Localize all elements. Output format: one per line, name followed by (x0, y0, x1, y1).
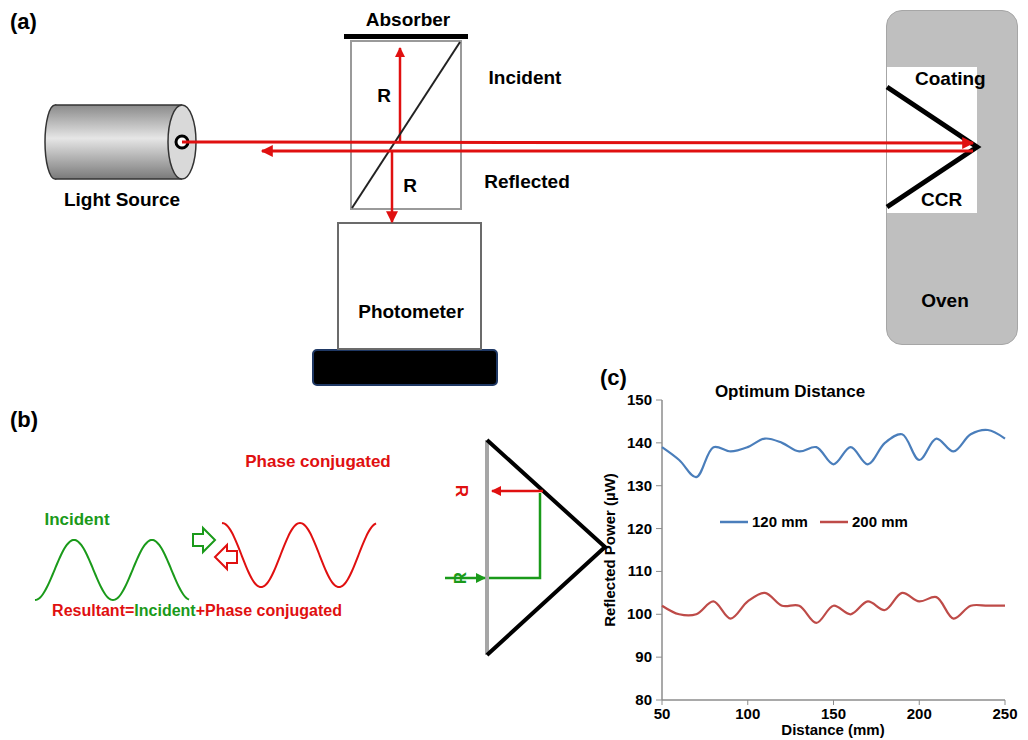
label: (a) (10, 9, 37, 34)
node-label: Absorber (366, 9, 450, 31)
tick (1005, 700, 1006, 705)
conjugate-wave (222, 523, 376, 587)
cylinder (55, 105, 182, 179)
label: 150 (821, 705, 846, 722)
tick (662, 700, 663, 705)
node-label: Oven (921, 290, 969, 312)
light-source: Light Source (40, 100, 205, 184)
oven: Oven CoatingCCR (886, 10, 1018, 345)
beam-label: R (403, 175, 417, 197)
splitter-diagonal (352, 42, 460, 208)
label: R (451, 572, 471, 584)
axis (662, 699, 1005, 701)
label: 130 (627, 477, 652, 494)
axis-ticks (656, 400, 1005, 705)
ccr-sketch (487, 440, 605, 655)
light-source-body (40, 100, 205, 184)
incident-wave (35, 540, 189, 600)
data-line (662, 593, 1005, 623)
tick (656, 571, 662, 572)
direction-arrow (193, 528, 215, 552)
waves (35, 523, 376, 600)
tick (656, 614, 662, 615)
legend-line (720, 519, 748, 525)
ccr-face (485, 440, 489, 655)
reflection-arrow (399, 48, 402, 142)
data-series (662, 430, 1005, 623)
photometer-box: Photometer (337, 222, 482, 350)
label: R (377, 85, 391, 107)
label: 100 (627, 606, 652, 623)
light-beam (182, 142, 973, 143)
label: 110 (628, 563, 652, 580)
label: 100 (735, 705, 760, 722)
legend-label: 200 mm (852, 513, 908, 530)
tick (656, 528, 662, 529)
tick (656, 485, 662, 486)
label: 150 (627, 391, 652, 408)
absorber-plate (344, 34, 468, 39)
label: Resultant=Incident+Phase conjugated (52, 602, 342, 620)
light-beam (391, 150, 394, 222)
tick (656, 700, 662, 701)
legend-line (820, 519, 848, 525)
node-label: Light Source (64, 189, 180, 211)
tick (747, 700, 748, 705)
label: Distance (mm) (781, 721, 884, 738)
node-label: Coating (915, 68, 986, 90)
label: 200 (907, 705, 932, 722)
data-line (662, 430, 1005, 477)
cylinder-edge (55, 104, 182, 106)
label: Phase conjugated (245, 452, 390, 472)
cylinder-edge (55, 178, 182, 180)
direction-arrow (215, 545, 237, 569)
label: R (451, 485, 471, 497)
corner-cube-reflector: CoatingCCR (887, 67, 1015, 213)
label: 250 (992, 705, 1017, 722)
tick (656, 442, 662, 443)
photometer-base (313, 350, 497, 385)
tick (656, 400, 662, 401)
tick (833, 700, 834, 705)
node-label: CCR (921, 189, 962, 211)
axis (661, 400, 663, 700)
aperture (176, 136, 188, 148)
beam-label: Reflected (484, 171, 570, 193)
label: 140 (627, 434, 652, 451)
label: 80 (635, 691, 652, 708)
cylinder-face (168, 105, 196, 179)
ccr-coating (887, 87, 977, 207)
light-beam (262, 150, 973, 153)
tick (656, 657, 662, 658)
label: 120 (627, 520, 652, 537)
beam-label: Incident (489, 67, 562, 89)
label: Reflected Power (µW) (601, 473, 618, 627)
label: Incident (44, 510, 109, 530)
ray (489, 493, 540, 578)
tick (919, 700, 920, 705)
ray (492, 490, 543, 493)
node-label: Photometer (358, 301, 464, 323)
label: 90 (635, 649, 652, 666)
label: (b) (10, 407, 38, 432)
label: Optimum Distance (715, 382, 865, 402)
label: 50 (654, 705, 671, 722)
legend-label: 120 mm (752, 513, 808, 530)
label: (c) (600, 365, 627, 390)
